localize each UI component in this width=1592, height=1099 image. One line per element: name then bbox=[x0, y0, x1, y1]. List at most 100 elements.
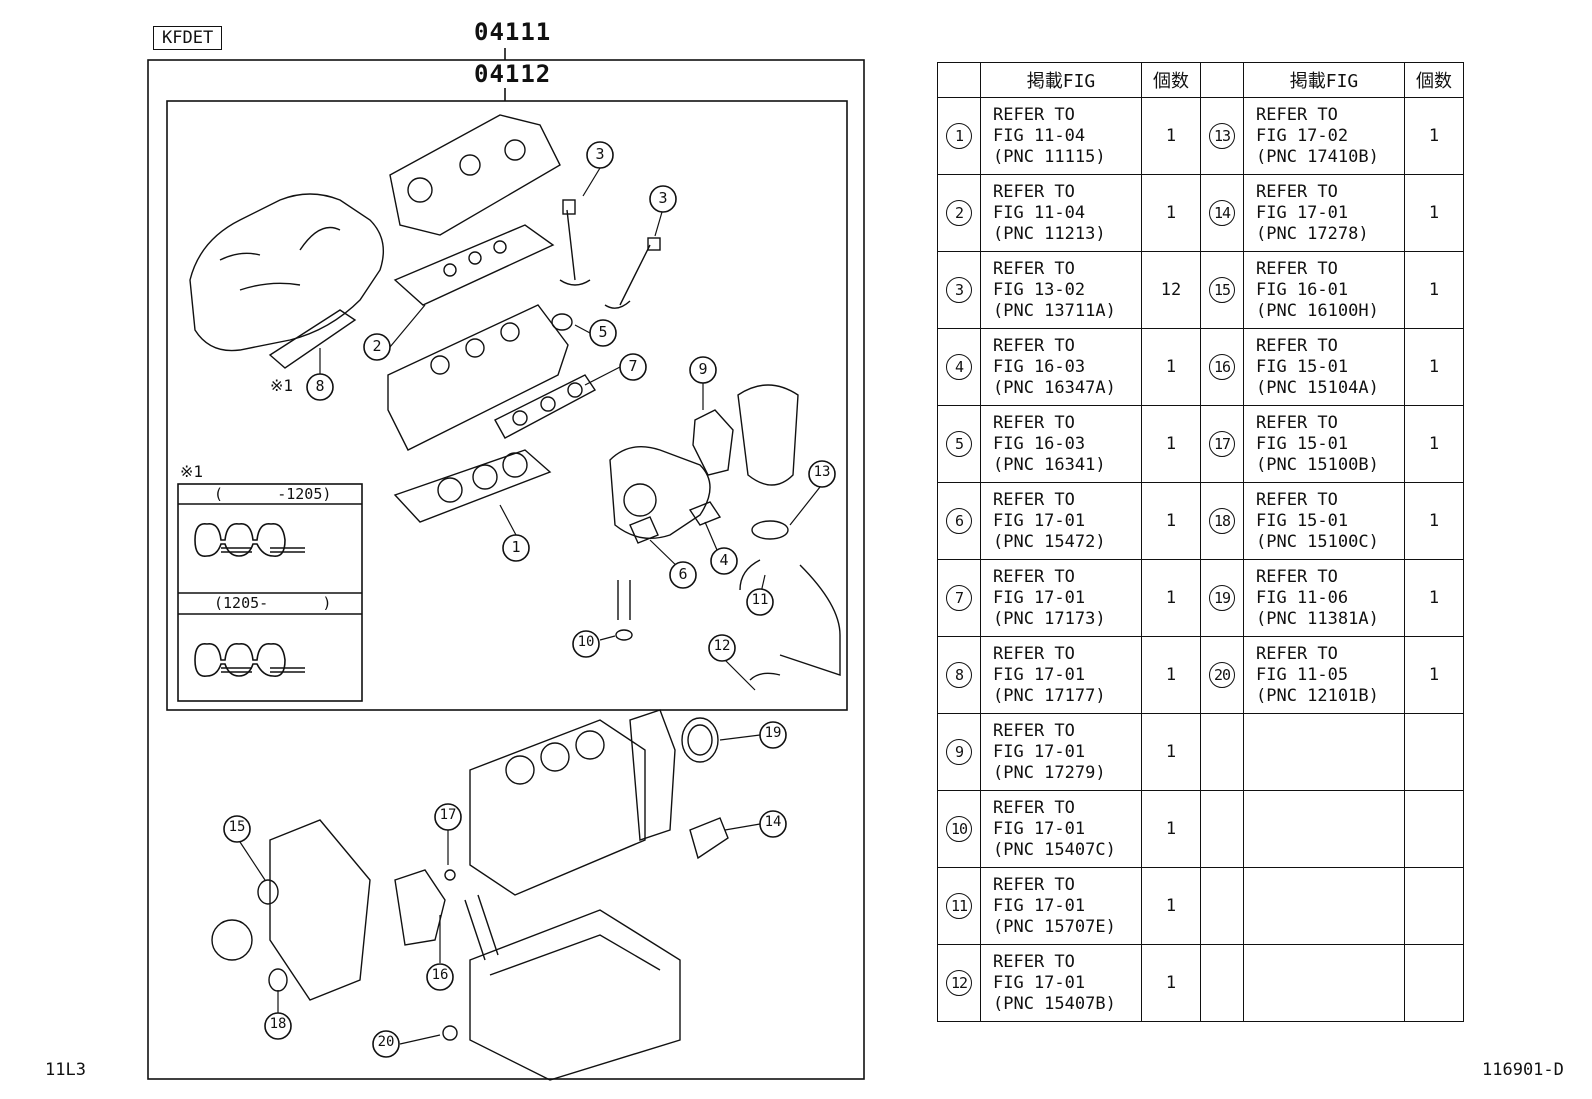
row-number-left: 9 bbox=[937, 713, 981, 791]
callout-8: 8 bbox=[315, 377, 325, 395]
col-header-fig-left: 掲載FIG bbox=[980, 62, 1142, 98]
col-header-qty-left: 個数 bbox=[1141, 62, 1201, 98]
row-quantity-right: 1 bbox=[1404, 482, 1464, 560]
row-quantity-left: 1 bbox=[1141, 867, 1201, 945]
callout-number: 4 bbox=[946, 354, 972, 380]
row-reference-left: REFER TO FIG 17-01 (PNC 15472) bbox=[980, 482, 1142, 560]
row-reference-left: REFER TO FIG 17-01 (PNC 15707E) bbox=[980, 867, 1142, 945]
callout-number: 18 bbox=[1209, 508, 1235, 534]
row-number-left: 8 bbox=[937, 636, 981, 714]
row-number-left: 11 bbox=[937, 867, 981, 945]
intake-manifold bbox=[189, 193, 384, 352]
cylinder-block bbox=[469, 719, 646, 896]
callout-number: 11 bbox=[946, 893, 972, 919]
row-reference-left: REFER TO FIG 17-01 (PNC 17177) bbox=[980, 636, 1142, 714]
callout-number: 15 bbox=[1209, 277, 1235, 303]
callout-number: 1 bbox=[946, 123, 972, 149]
col-header-no-left bbox=[937, 62, 981, 98]
callout-3b: 3 bbox=[658, 189, 668, 207]
row-number-left: 10 bbox=[937, 790, 981, 868]
callout-16: 16 bbox=[431, 967, 449, 983]
head-cover-gasket bbox=[393, 224, 555, 306]
row-quantity-right: 1 bbox=[1404, 328, 1464, 406]
row-reference-left: REFER TO FIG 11-04 (PNC 11213) bbox=[980, 174, 1142, 252]
catalytic-converter bbox=[737, 384, 799, 486]
callout-8-note: ※1 bbox=[270, 376, 294, 395]
row-reference-left: REFER TO FIG 11-04 (PNC 11115) bbox=[980, 97, 1142, 175]
inset-range-before: ( -1205) bbox=[214, 485, 332, 503]
row-reference-right bbox=[1243, 713, 1405, 791]
callout-1: 1 bbox=[511, 538, 521, 556]
row-quantity-right bbox=[1404, 713, 1464, 791]
row-reference-left: REFER TO FIG 16-03 (PNC 16347A) bbox=[980, 328, 1142, 406]
callout-number: 2 bbox=[946, 200, 972, 226]
callout-number: 14 bbox=[1209, 200, 1235, 226]
row-number-left: 2 bbox=[937, 174, 981, 252]
row-quantity-right bbox=[1404, 790, 1464, 868]
row-number-right: 13 bbox=[1200, 97, 1244, 175]
footer-right-code: 116901-D bbox=[1482, 1060, 1564, 1080]
callout-number: 17 bbox=[1209, 431, 1235, 457]
row-number-right bbox=[1200, 790, 1244, 868]
exhaust-gasket bbox=[494, 374, 597, 439]
row-reference-right bbox=[1243, 790, 1405, 868]
callout-13: 13 bbox=[813, 464, 831, 480]
callout-2: 2 bbox=[372, 337, 382, 355]
intake-gasket-after bbox=[194, 643, 305, 677]
col-header-qty-right: 個数 bbox=[1404, 62, 1464, 98]
row-quantity-left: 1 bbox=[1141, 482, 1201, 560]
callout-number: 19 bbox=[1209, 585, 1235, 611]
row-number-right bbox=[1200, 713, 1244, 791]
row-quantity-left: 1 bbox=[1141, 405, 1201, 483]
row-number-left: 1 bbox=[937, 97, 981, 175]
row-reference-left: REFER TO FIG 17-01 (PNC 15407C) bbox=[980, 790, 1142, 868]
row-number-right: 18 bbox=[1200, 482, 1244, 560]
row-number-left: 3 bbox=[937, 251, 981, 329]
row-number-left: 4 bbox=[937, 328, 981, 406]
callout-11: 11 bbox=[751, 592, 769, 608]
callout-number: 3 bbox=[946, 277, 972, 303]
callout-9: 9 bbox=[698, 360, 708, 378]
callout-10: 10 bbox=[577, 634, 595, 650]
callout-number: 8 bbox=[946, 662, 972, 688]
callout-number: 6 bbox=[946, 508, 972, 534]
row-number-right: 19 bbox=[1200, 559, 1244, 637]
row-reference-right: REFER TO FIG 11-05 (PNC 12101B) bbox=[1243, 636, 1405, 714]
callout-17: 17 bbox=[439, 807, 457, 823]
engine-badge: KFDET bbox=[153, 26, 223, 50]
row-reference-right bbox=[1243, 867, 1405, 945]
row-reference-left: REFER TO FIG 13-02 (PNC 13711A) bbox=[980, 251, 1142, 329]
row-quantity-right: 1 bbox=[1404, 559, 1464, 637]
cylinder-head bbox=[387, 304, 569, 451]
row-quantity-left: 12 bbox=[1141, 251, 1201, 329]
row-quantity-right bbox=[1404, 867, 1464, 945]
row-number-right: 14 bbox=[1200, 174, 1244, 252]
row-reference-left: REFER TO FIG 17-01 (PNC 17173) bbox=[980, 559, 1142, 637]
callout-number: 13 bbox=[1209, 123, 1235, 149]
callout-15: 15 bbox=[228, 819, 246, 835]
valve-cover bbox=[389, 114, 561, 236]
row-reference-right: REFER TO FIG 15-01 (PNC 15100C) bbox=[1243, 482, 1405, 560]
row-reference-left: REFER TO FIG 16-03 (PNC 16341) bbox=[980, 405, 1142, 483]
manifold-gasket bbox=[268, 309, 357, 369]
row-number-right bbox=[1200, 867, 1244, 945]
inset-range-after: (1205- ) bbox=[214, 594, 332, 612]
callout-3a: 3 bbox=[595, 145, 605, 163]
oil-pan bbox=[469, 909, 681, 1081]
callout-18: 18 bbox=[269, 1016, 287, 1032]
row-number-right: 15 bbox=[1200, 251, 1244, 329]
callout-4: 4 bbox=[719, 551, 729, 569]
row-quantity-left: 1 bbox=[1141, 790, 1201, 868]
callout-number: 9 bbox=[946, 739, 972, 765]
callout-number: 12 bbox=[946, 970, 972, 996]
row-quantity-left: 1 bbox=[1141, 559, 1201, 637]
